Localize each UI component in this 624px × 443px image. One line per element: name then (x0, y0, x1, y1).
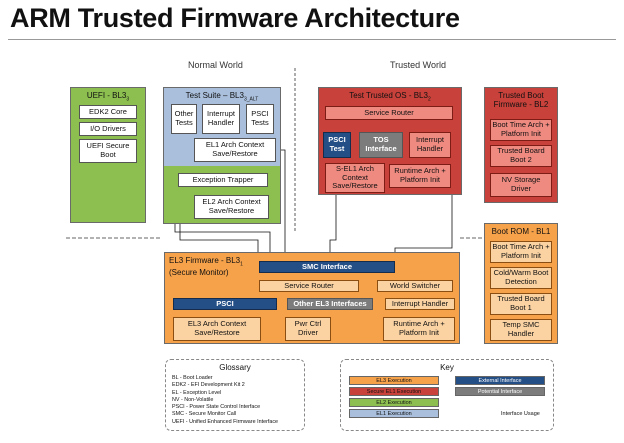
exception-trapper-box: Exception Trapper (178, 173, 268, 187)
trusted-os-region: Test Trusted OS - BL32 Service Router PS… (318, 87, 462, 195)
glossary-list: BL - Boot Loader EDK2 - EFI Development … (172, 375, 278, 426)
cold-warm-boot-box: Cold/Warm Boot Detection (490, 267, 552, 289)
trusted-board-boot-1-box: Trusted Board Boot 1 (490, 293, 552, 315)
glossary-item: BL - Boot Loader (172, 375, 213, 381)
sel1-context-box: S-EL1 Arch Context Save/Restore (325, 163, 385, 193)
ts-interrupt-handler-box: Interrupt Handler (202, 104, 240, 134)
el3-context-box: EL3 Arch Context Save/Restore (173, 317, 261, 341)
uefi-region: UEFI - BL33 EDK2 Core I/O Drivers UEFI S… (70, 87, 146, 223)
glossary-item: NV - Non-Volatile (172, 396, 214, 403)
glossary-item: EL - Exception Level (172, 389, 222, 396)
key-panel: Key EL3 Execution Secure EL1 Execution E… (340, 359, 554, 431)
smc-interface-box: SMC Interface (259, 261, 395, 273)
key-title: Key (440, 363, 454, 372)
psci-test-box: PSCI Test (323, 132, 351, 158)
trusted-os-title: Test Trusted OS - BL32 (349, 91, 431, 103)
other-el3-interfaces-box: Other EL3 Interfaces (287, 298, 373, 310)
trusted-board-boot-2-box: Trusted Board Boot 2 (490, 145, 552, 167)
key-el2-swatch: EL2 Execution (349, 398, 439, 407)
key-potential-interface-swatch: Potential Interface (455, 387, 545, 396)
tos-interface-box: TOS Interface (359, 132, 403, 158)
uefi-secure-boot-box: UEFI Secure Boot (79, 139, 137, 163)
glossary-item: UEFI - Unified Enhanced Firmware Interfa… (172, 418, 279, 425)
test-suite-title: Test Suite – BL33_ALT (185, 91, 259, 103)
key-external-interface-swatch: External Interface (455, 376, 545, 385)
io-drivers-box: I/O Drivers (79, 122, 137, 136)
tos-interrupt-handler-box: Interrupt Handler (409, 132, 451, 158)
key-secure-el1-swatch: Secure EL1 Execution (349, 387, 439, 396)
glossary-item: PSCI - Power State Control Interface (172, 404, 261, 411)
boot-rom-region: Boot ROM - BL1 Boot Time Arch + Platform… (484, 223, 558, 344)
psci-tests-box: PSCI Tests (246, 104, 274, 134)
key-el1-swatch: EL1 Execution (349, 409, 439, 418)
uefi-title: UEFI - BL33 (86, 91, 130, 103)
glossary-item: EDK2 - EFI Development Kit 2 (172, 382, 245, 389)
world-switcher-box: World Switcher (377, 280, 453, 292)
tbf-boot-time-init-box: Boot Time Arch + Platform Init (490, 119, 552, 141)
el3-firmware-region: EL3 Firmware - BL31 (Secure Monitor) SMC… (164, 252, 460, 344)
psci-box: PSCI (173, 298, 277, 310)
el1-context-box: EL1 Arch Context Save/Restore (194, 138, 276, 162)
glossary-panel: Glossary BL - Boot Loader EDK2 - EFI Dev… (165, 359, 305, 431)
el3-interrupt-handler-box: Interrupt Handler (385, 298, 455, 310)
trusted-boot-fw-region: Trusted Boot Firmware - BL2 Boot Time Ar… (484, 87, 558, 203)
tos-runtime-init-box: Runtime Arch + Platform Init (389, 164, 451, 188)
title-divider (8, 39, 616, 40)
boot-rom-title: Boot ROM - BL1 (491, 227, 551, 236)
temp-smc-handler-box: Temp SMC Handler (490, 319, 552, 341)
el3-service-router-box: Service Router (259, 280, 359, 292)
nv-storage-driver-box: NV Storage Driver (490, 173, 552, 197)
glossary-title: Glossary (219, 363, 251, 372)
normal-world-label: Normal World (188, 60, 243, 70)
glossary-item: SMC - Secure Monitor Call (172, 411, 237, 418)
test-suite-region: Test Suite – BL33_ALT Other Tests Interr… (163, 87, 281, 224)
key-el3-swatch: EL3 Execution (349, 376, 439, 385)
key-interface-usage-label: Interface Usage (501, 411, 540, 417)
tos-service-router-box: Service Router (325, 106, 453, 120)
page-title: ARM Trusted Firmware Architecture (10, 3, 460, 33)
trusted-world-label: Trusted World (390, 60, 447, 70)
tbf-title: Trusted Boot Firmware - BL2 (493, 91, 549, 110)
pwr-ctrl-driver-box: Pwr Ctrl Driver (285, 317, 331, 341)
el2-context-box: EL2 Arch Context Save/Restore (194, 195, 269, 219)
edk2-core-box: EDK2 Core (79, 105, 137, 119)
other-tests-box: Other Tests (171, 104, 197, 134)
el3-runtime-init-box: Runtime Arch + Platform Init (383, 317, 455, 341)
bootrom-boot-time-init-box: Boot Time Arch + Platform Init (490, 241, 552, 263)
el3-title: EL3 Firmware - BL31 (Secure Monitor) (169, 256, 243, 277)
